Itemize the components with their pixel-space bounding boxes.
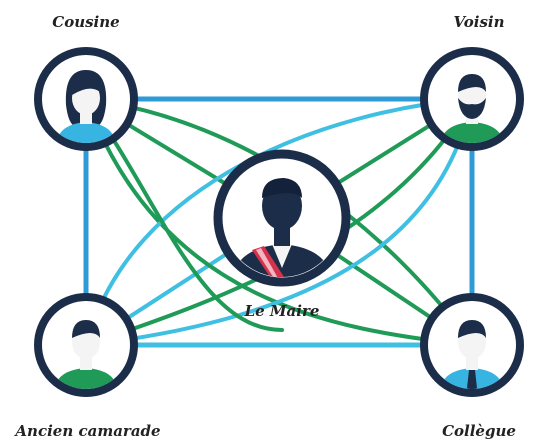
man-avatar-icon (54, 320, 118, 389)
bearded-man-avatar-icon (440, 74, 504, 143)
node-collegue (420, 293, 524, 397)
label-ancien: Ancien camarade (13, 422, 160, 440)
node-cousine (34, 47, 138, 151)
label-collegue: Collègue (442, 422, 516, 440)
office-man-avatar-icon (440, 320, 504, 389)
label-cousine: Cousine (52, 13, 119, 31)
link-voisin-ancien-curve-2 (84, 97, 474, 347)
label-voisin: Voisin (453, 13, 504, 31)
node-voisin (420, 47, 524, 151)
label-maire: Le Maire (244, 302, 320, 320)
node-maire (213, 149, 351, 287)
link-cousine-collegue-curve (84, 97, 474, 347)
mayor-avatar-icon (232, 178, 332, 277)
woman-avatar-icon (56, 70, 116, 143)
node-ancien (34, 293, 138, 397)
